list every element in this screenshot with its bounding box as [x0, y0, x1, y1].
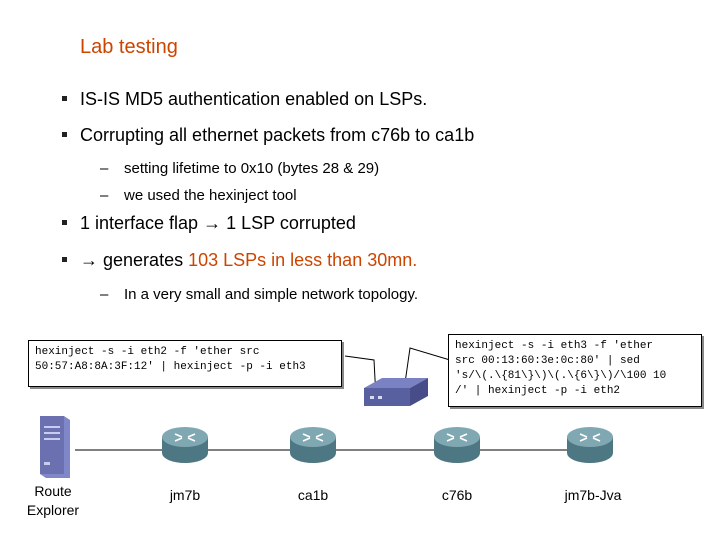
generates-text: generates	[103, 250, 184, 270]
sub-bullet-text: setting lifetime to 0x10 (bytes 28 & 29)	[124, 160, 380, 177]
bullet-text: Corrupting all ethernet packets from c76…	[80, 125, 475, 145]
bullet-text: 1 interface flap → 1 LSP corrupted	[80, 212, 356, 234]
router-icon	[290, 427, 336, 463]
slide-title: Lab testing	[80, 36, 178, 58]
bullet-square-icon	[62, 220, 67, 225]
node-label-jm7b: jm7b	[169, 487, 201, 503]
bullet-square-icon	[62, 132, 67, 137]
lsp-corrupted-text: 1 LSP corrupted	[226, 213, 356, 233]
router-icon	[162, 427, 208, 463]
dash: –	[100, 187, 109, 204]
node-label-ca1b: ca1b	[297, 487, 329, 503]
flap-text: 1 interface flap	[80, 213, 199, 233]
dash: –	[100, 160, 109, 177]
switch-icon	[364, 378, 428, 406]
hexinject-right-command: hexinject -s -i eth3 -f 'ether src 00:13…	[448, 334, 702, 407]
node-label-route-explorer: Route Explorer	[26, 483, 80, 518]
server-icon	[40, 416, 70, 478]
node-label-c76b: c76b	[441, 487, 473, 503]
sub-bullet-text: In a very small and simple network topol…	[124, 286, 419, 303]
arrow-icon: →	[203, 213, 222, 233]
hexinject-left-command: hexinject -s -i eth2 -f 'ether src 50:57…	[28, 340, 342, 387]
arrow-icon: →	[80, 250, 98, 270]
router-icon	[567, 427, 613, 463]
bullet-text: IS-IS MD5 authentication enabled on LSPs…	[80, 89, 428, 109]
bullet-text: → generates 103 LSPs in less than 30mn.	[80, 249, 417, 271]
lsp-count-highlight: 103 LSPs in less than 30mn.	[188, 250, 418, 270]
bullet-square-icon	[62, 96, 67, 101]
dash: –	[100, 286, 109, 303]
router-icon	[434, 427, 480, 463]
sub-bullet-text: we used the hexinject tool	[124, 187, 297, 204]
bullet-square-icon	[62, 257, 67, 262]
node-label-jm7b-jva: jm7b-Jva	[564, 487, 622, 503]
